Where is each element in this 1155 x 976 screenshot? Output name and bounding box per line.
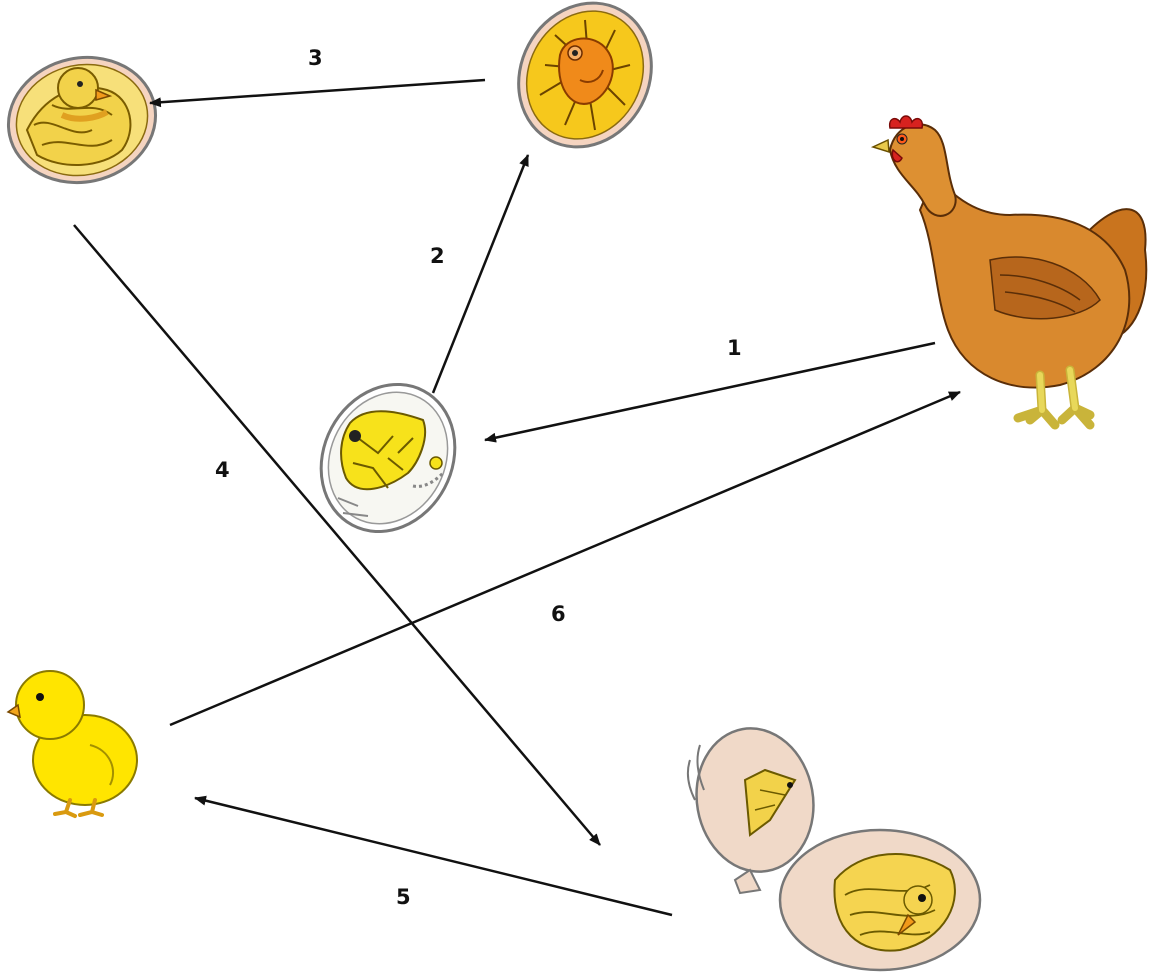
arrow-step-2 [433, 155, 528, 393]
step-label-1: 1 [727, 336, 742, 360]
arrow-step-6 [170, 392, 960, 725]
step-label-2: 2 [430, 244, 445, 268]
egg-late-embryo [0, 44, 167, 196]
step-label-3: 3 [308, 46, 323, 70]
arrow-step-3 [150, 80, 485, 103]
arrow-step-4 [74, 225, 600, 845]
hen [873, 116, 1146, 425]
step-label-6: 6 [551, 602, 566, 626]
step-label-5: 5 [396, 885, 411, 909]
egg-developing-embryo [494, 0, 676, 170]
arrow-step-5 [195, 798, 672, 915]
cycle-arrows [74, 80, 960, 915]
chick [8, 671, 137, 816]
arrow-step-1 [485, 343, 935, 440]
step-label-4: 4 [215, 458, 230, 482]
hatching-eggs [685, 719, 980, 970]
egg-early-embryo [296, 361, 480, 555]
